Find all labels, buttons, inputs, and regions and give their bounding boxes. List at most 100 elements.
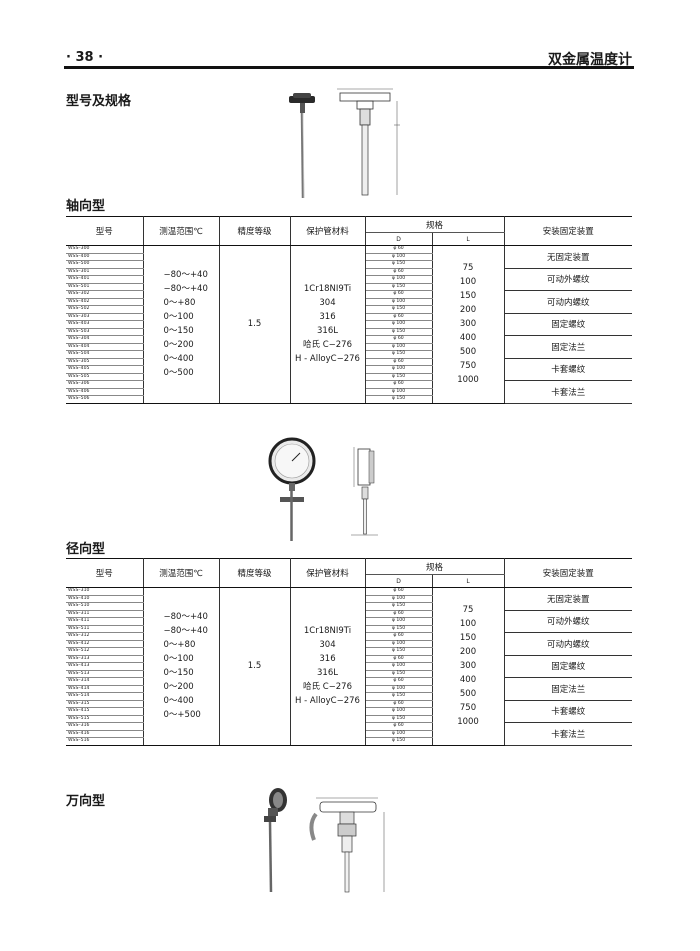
mount-cell: 可动内螺纹 [503,632,633,656]
table-row: WSS–515 φ 150 [66,715,632,723]
model-cell: WSS–404 [66,343,144,351]
model-cell: WSS–314 [66,677,144,686]
model-cell: WSS–505 [66,373,144,381]
model-cell: WSS–512 [66,647,144,656]
diameter-cell: φ 100 [364,320,433,329]
diameter-cell: φ 100 [364,388,433,396]
model-cell: WSS–516 [66,737,144,746]
table-row: WSS–415 φ 100 [66,707,632,716]
diameter-cell: φ 60 [364,358,433,366]
table-row: WSS–403 φ 100 [66,320,632,329]
length-item: 100 [459,619,477,630]
diameter-cell: φ 150 [364,328,433,336]
model-cell: WSS–415 [66,707,144,716]
length-item: 400 [459,675,477,686]
model-cell: WSS–503 [66,328,144,336]
length-item: 400 [459,333,477,344]
diameter-cell: φ 100 [364,253,433,261]
model-cell: WSS–501 [66,283,144,291]
material-item: 哈氏 C−276 [303,340,352,351]
length-item: 750 [459,361,477,372]
mount-cell: 卡套螺纹 [503,700,633,723]
model-cell: WSS–504 [66,350,144,359]
radial-dimension-drawing [351,447,378,536]
running-title: 双金属温度计 [548,52,632,68]
length-item: 200 [459,647,477,658]
range-item: 0～+80 [163,298,196,309]
diameter-cell: φ 150 [364,647,433,656]
header-mount: 安装固定装置 [504,216,633,246]
material-item: H - AlloyC−276 [295,354,360,365]
mount-cell: 卡套法兰 [503,380,633,404]
diameter-cell: φ 150 [364,625,433,633]
diameter-cell: φ 60 [364,245,433,254]
model-cell: WSS–304 [66,335,144,344]
model-cell: WSS–306 [66,380,144,389]
model-cell: WSS–513 [66,670,144,678]
diameter-cell: φ 60 [364,677,433,686]
length-item: 150 [459,633,477,644]
model-cell: WSS–402 [66,298,144,306]
header-material: 保护管材料 [290,216,366,246]
table-row: WSS–314 φ 60 固定法兰 [66,677,633,701]
length-item: 300 [459,661,477,672]
header-d: D [365,574,433,588]
diameter-cell: φ 100 [364,617,433,626]
diameter-cell: φ 100 [364,275,433,284]
range-item: 0～200 [163,682,194,693]
table-row: WSS–503 φ 150 [66,328,632,336]
range-item: 0～+500 [163,710,201,721]
range-item: 0～400 [163,354,194,365]
diameter-cell: φ 150 [364,305,433,314]
range-item: −80～+40 [163,626,208,637]
universal-heading: 万向型 [66,794,106,809]
universal-dimension-drawing [309,797,385,893]
model-cell: WSS–410 [66,595,144,603]
model-cell: WSS–302 [66,290,144,299]
header-model: 型号 [66,216,144,246]
model-cell: WSS–515 [66,715,144,723]
model-cell: WSS–305 [66,358,144,366]
mount-cell: 可动外螺纹 [503,268,633,291]
range-item: 0～150 [163,326,194,337]
length-item: 1000 [457,375,479,386]
range-item: 0～+80 [163,640,196,651]
material-item: 哈氏 C−276 [303,682,352,693]
material-item: 1Cr18NI9Ti [303,284,352,295]
mount-cell: 固定螺纹 [503,313,633,336]
header-accuracy: 精度等级 [219,558,291,588]
diameter-cell: φ 150 [364,350,433,359]
diameter-cell: φ 100 [364,365,433,374]
mount-cell: 固定法兰 [503,677,633,701]
mount-cell: 卡套法兰 [503,722,633,746]
diameter-cell: φ 100 [364,707,433,716]
model-cell: WSS–514 [66,692,144,701]
diameter-cell: φ 60 [364,655,433,663]
model-cell: WSS–301 [66,268,144,276]
model-cell: WSS–303 [66,313,144,321]
diameter-cell: φ 150 [364,715,433,723]
mount-cell: 可动内螺纹 [503,290,633,314]
range-item: 0～500 [163,368,194,379]
model-cell: WSS–403 [66,320,144,329]
radial-spec-table: 型号 测温范围℃ 精度等级 保护管材料 规格 安装固定装置 D L WSS–31… [66,558,633,746]
model-cell: WSS–412 [66,640,144,648]
length-item: 1000 [457,717,479,728]
diameter-cell: φ 60 [364,587,433,596]
model-cell: WSS–315 [66,700,144,708]
table-row: WSS–504 φ 150 [66,350,632,359]
length-item: 750 [459,703,477,714]
model-cell: WSS–311 [66,610,144,618]
